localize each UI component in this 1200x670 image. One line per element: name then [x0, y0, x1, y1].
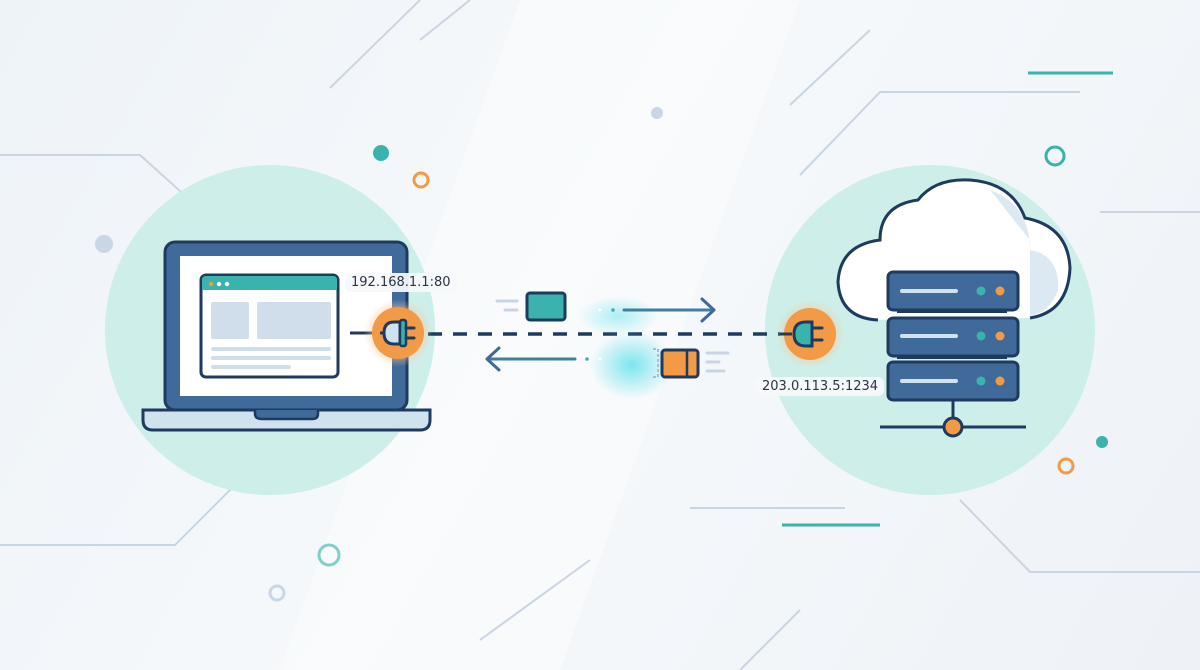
server-address-label: 203.0.113.5:1234 — [756, 377, 885, 396]
glow — [578, 296, 658, 336]
server-rack-icon — [880, 270, 1026, 438]
client-plug-icon — [364, 299, 432, 367]
decorative-dots — [95, 107, 1108, 602]
arrow-right-icon — [598, 297, 716, 323]
arrow-left-icon — [485, 346, 602, 372]
client-address-label: 192.168.1.1:80 — [345, 273, 457, 292]
inbound-packet — [653, 348, 730, 379]
outbound-packet — [495, 291, 567, 322]
server-plug-icon — [776, 300, 844, 368]
